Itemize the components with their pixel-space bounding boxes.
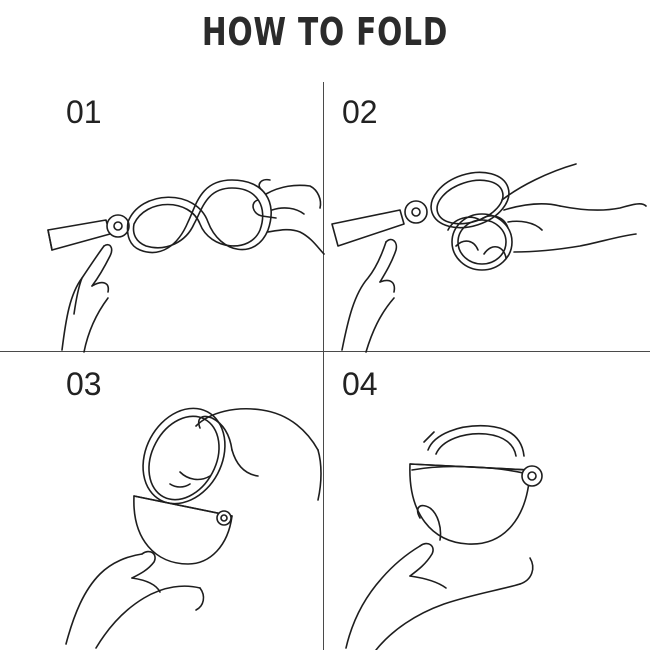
step-panel-03: 03 (0, 352, 325, 650)
figure-eight-strap-illustration (47, 178, 325, 353)
step-number: 03 (66, 366, 102, 402)
vertical-divider (323, 82, 324, 650)
horizontal-divider (0, 351, 650, 352)
close-pouch-illustration (65, 407, 322, 649)
closed-pouch-illustration (345, 424, 543, 650)
twist-loops-illustration (331, 163, 647, 353)
step-number: 02 (342, 94, 378, 130)
step-number: 01 (66, 94, 102, 130)
page-title: HOW TO FOLD (201, 10, 449, 54)
step-panel-02: 02 (324, 82, 649, 353)
step-panel-04: 04 (324, 352, 649, 650)
step-panel-01: 01 (0, 82, 325, 353)
step-number: 04 (342, 366, 378, 402)
